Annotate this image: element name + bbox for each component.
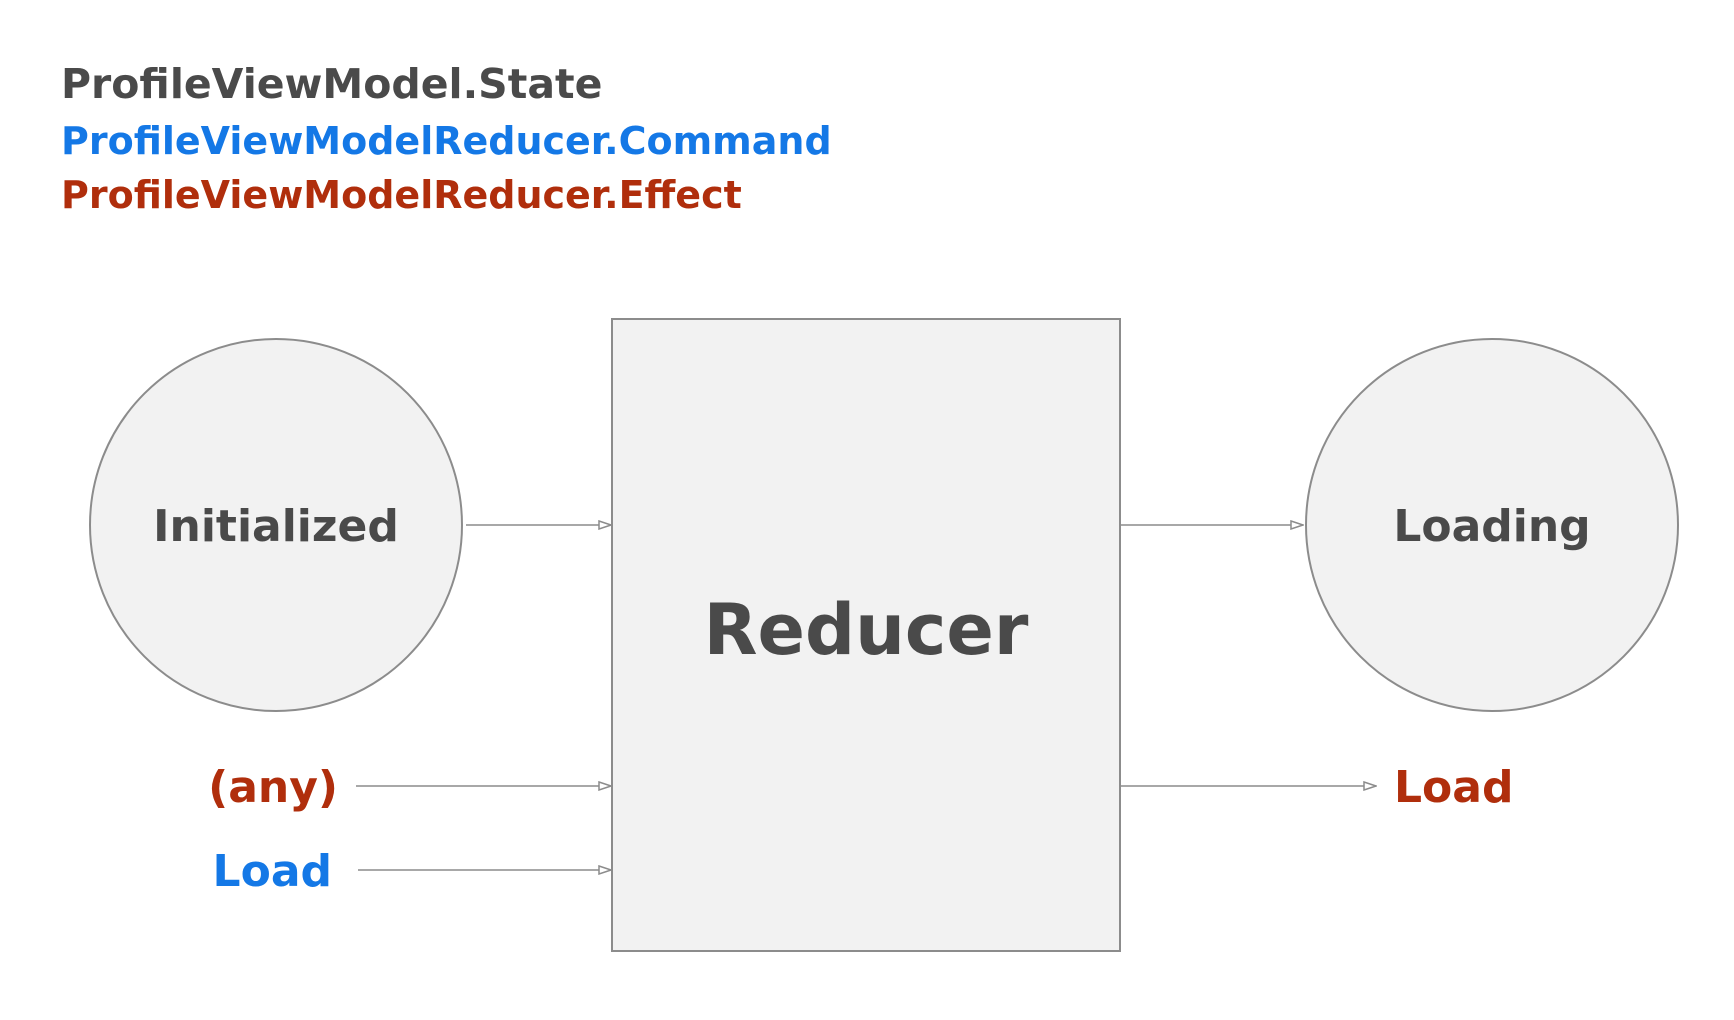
legend-command-type: ProfileViewModelReducer.Command (61, 119, 832, 163)
output-state-label: Loading (1393, 501, 1590, 552)
output-effect-label: Load (1394, 762, 1513, 813)
legend-effect-type: ProfileViewModelReducer.Effect (61, 173, 742, 217)
output-state-node (1305, 338, 1679, 712)
reducer-node (611, 318, 1121, 952)
input-state-label: Initialized (153, 501, 399, 552)
legend-state-type: ProfileViewModel.State (61, 60, 603, 108)
reducer-label: Reducer (704, 589, 1029, 671)
input-effect-label: (any) (208, 762, 338, 813)
input-state-node (89, 338, 463, 712)
input-command-label: Load (213, 846, 332, 897)
